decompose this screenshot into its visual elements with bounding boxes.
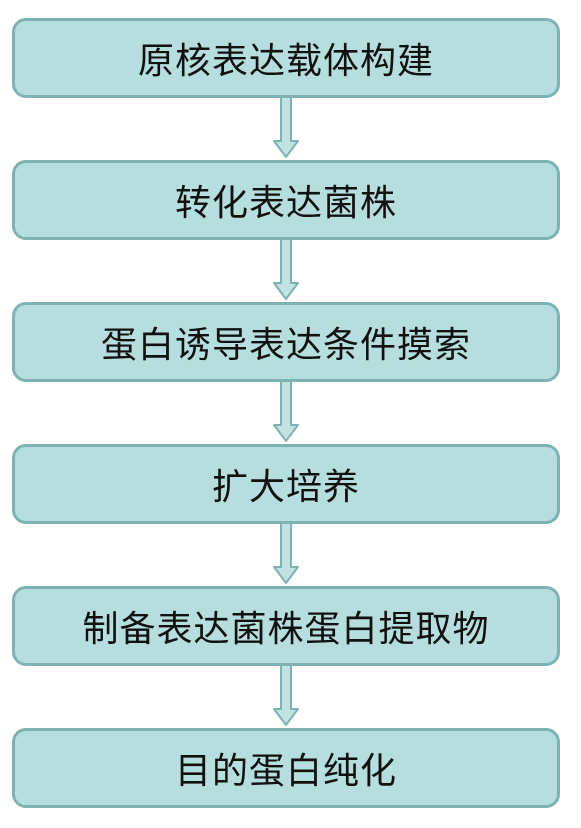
step-box-protein-extract: 制备表达菌株蛋白提取物 xyxy=(12,586,560,666)
down-arrow-icon xyxy=(273,239,299,300)
step-box-protein-purification: 目的蛋白纯化 xyxy=(12,728,560,808)
step-box-induction-optimization: 蛋白诱导表达条件摸索 xyxy=(12,302,560,382)
down-arrow-icon xyxy=(273,665,299,726)
step-box-scale-up-culture: 扩大培养 xyxy=(12,444,560,524)
step-label: 目的蛋白纯化 xyxy=(174,751,397,792)
step-label: 扩大培养 xyxy=(211,467,360,508)
down-arrow-icon xyxy=(273,523,299,584)
step-box-vector-construction: 原核表达载体构建 xyxy=(12,18,560,98)
step-label: 制备表达菌株蛋白提取物 xyxy=(82,609,490,650)
step-label: 转化表达菌株 xyxy=(174,183,397,224)
down-arrow-icon xyxy=(273,97,299,158)
step-label: 原核表达载体构建 xyxy=(137,41,434,82)
step-box-transformation: 转化表达菌株 xyxy=(12,160,560,240)
down-arrow-icon xyxy=(273,381,299,442)
step-label: 蛋白诱导表达条件摸索 xyxy=(100,325,471,366)
